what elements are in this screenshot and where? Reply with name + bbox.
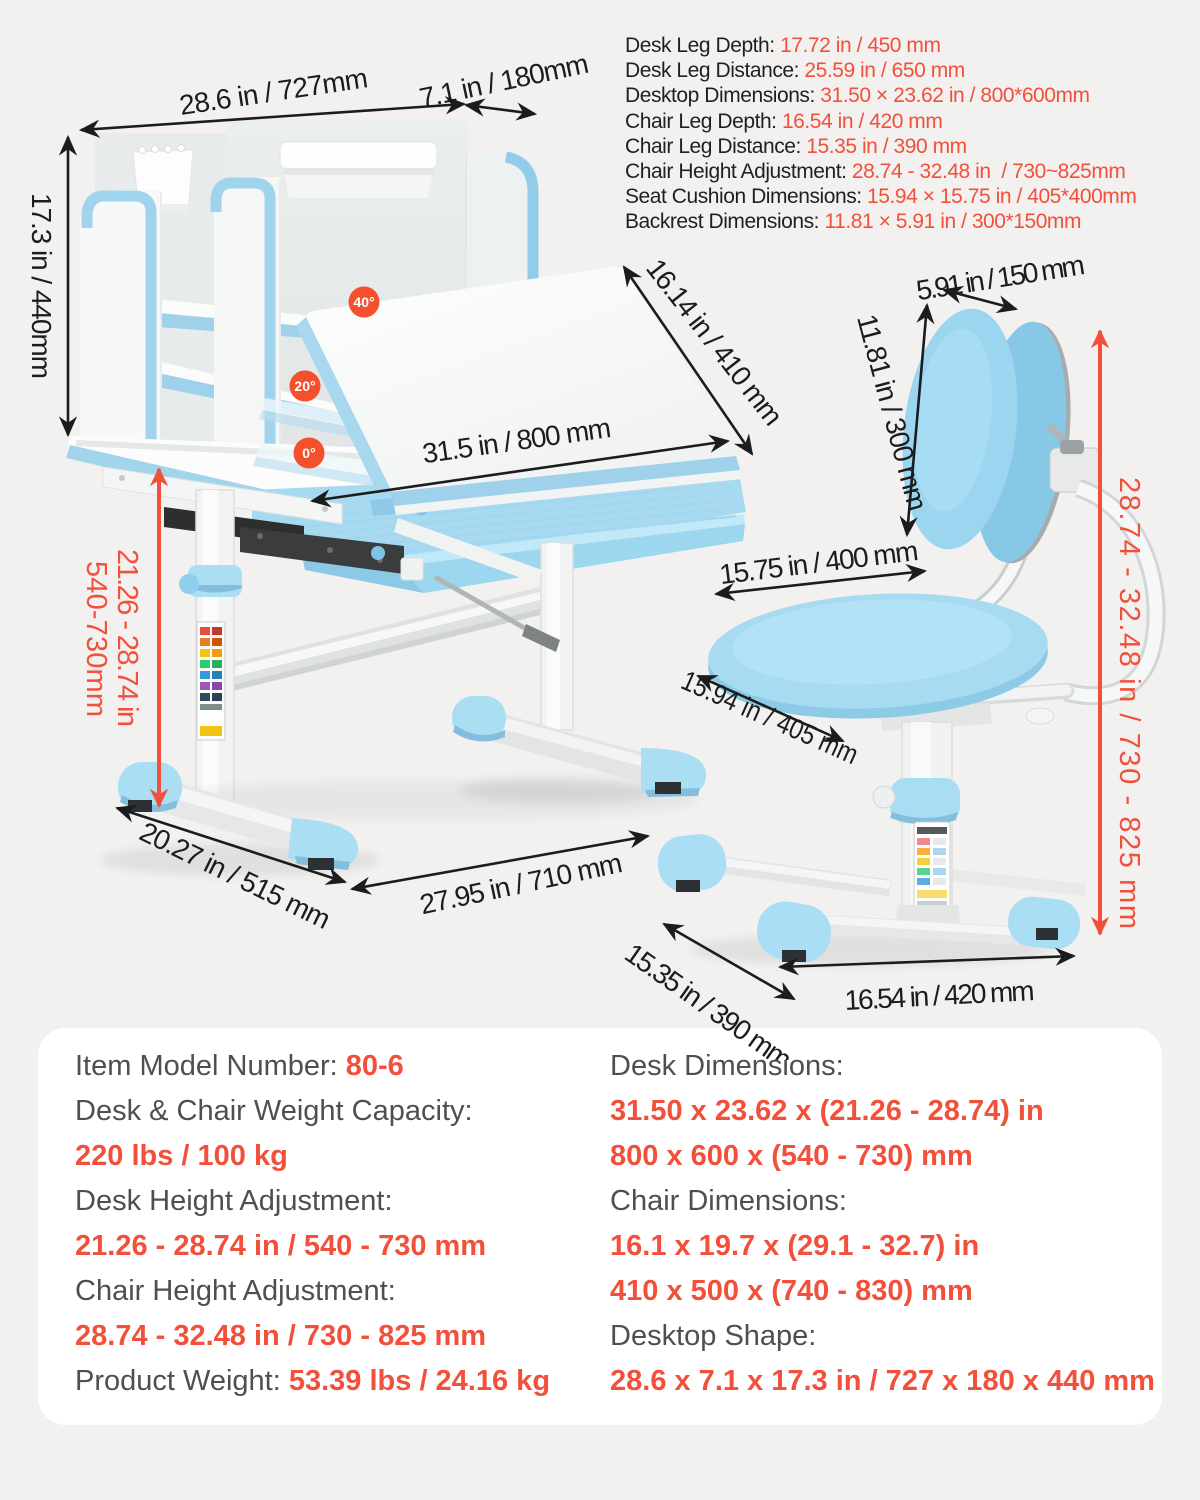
svg-text:40°: 40° xyxy=(353,294,374,310)
svg-text:20°: 20° xyxy=(294,378,315,394)
svg-text:21.26 - 28.74 in: 21.26 - 28.74 in xyxy=(111,549,143,727)
svg-text:17.3 in / 440mm: 17.3 in / 440mm xyxy=(26,193,57,379)
svg-text:5.91 in / 150 mm: 5.91 in / 150 mm xyxy=(914,249,1087,306)
svg-text:28.74 - 32.48 in / 730 - 825 m: 28.74 - 32.48 in / 730 - 825 mm xyxy=(1113,477,1145,929)
svg-text:540-730mm: 540-730mm xyxy=(80,561,112,717)
svg-text:16.54 in / 420 mm: 16.54 in / 420 mm xyxy=(844,975,1035,1016)
svg-text:7.1 in / 180mm: 7.1 in / 180mm xyxy=(417,48,592,114)
svg-text:0°: 0° xyxy=(302,445,315,461)
